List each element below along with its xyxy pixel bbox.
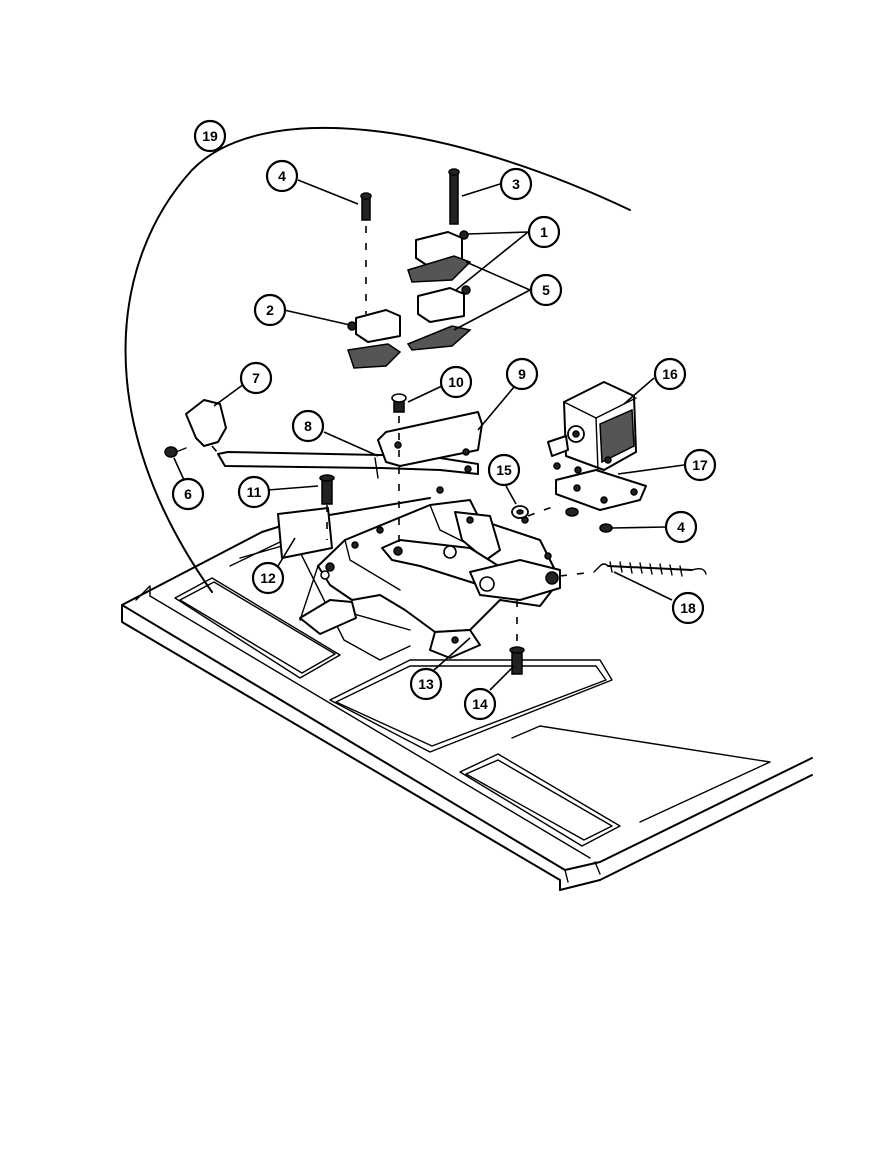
screw-3: [448, 168, 460, 225]
callout-19: 19: [193, 119, 227, 153]
svg-text:17: 17: [692, 457, 708, 473]
callout-5-leader-a: [465, 261, 531, 291]
callout-1: 1: [527, 215, 561, 249]
callout-1-leader-b: [455, 231, 529, 291]
svg-text:12: 12: [260, 570, 276, 586]
screw-4-lower: [565, 507, 613, 533]
callout-3: 3: [499, 167, 533, 201]
callout-15: 15: [487, 453, 521, 487]
callout-16-leader: [623, 377, 655, 405]
callout-3-leader: [461, 183, 501, 197]
svg-text:15: 15: [496, 462, 512, 478]
callout-7-leader: [213, 383, 245, 407]
svg-text:9: 9: [518, 366, 526, 382]
callout-9: 9: [505, 357, 539, 391]
callout-17-leader: [617, 464, 685, 475]
svg-text:14: 14: [472, 696, 488, 712]
switch-left: [347, 309, 402, 369]
screw-6: [164, 446, 187, 458]
callout-2-leader: [283, 309, 351, 326]
callout-1-leader-a: [467, 231, 529, 235]
callout-10: 10: [439, 365, 473, 399]
callout-7: 7: [239, 361, 273, 395]
svg-text:8: 8: [304, 418, 312, 434]
svg-text:4: 4: [677, 519, 685, 535]
callout-15-leader: [505, 485, 517, 505]
screw-11: [319, 474, 335, 540]
base-plate: [121, 497, 813, 891]
screw-10: [391, 393, 407, 548]
callout-13-leader: [433, 637, 471, 671]
svg-text:16: 16: [662, 366, 678, 382]
bracket-9: [377, 411, 483, 467]
callout-13: 13: [409, 667, 443, 701]
shield-plate: [277, 507, 333, 559]
callout-4-upper: 4: [265, 159, 299, 193]
solenoid: [547, 381, 637, 474]
spring: [559, 561, 707, 577]
callout-8-leader: [323, 431, 379, 457]
solenoid-bracket: [555, 469, 647, 511]
svg-text:10: 10: [448, 374, 464, 390]
screw-4-upper: [360, 192, 372, 314]
cavity-arc-outline: [124, 126, 631, 593]
callout-18-leader: [613, 571, 673, 601]
svg-text:5: 5: [542, 282, 550, 298]
svg-text:2: 2: [266, 302, 274, 318]
callout-12: 12: [251, 561, 285, 595]
screw-14: [509, 600, 525, 675]
callout-12-leader: [277, 537, 296, 567]
svg-text:1: 1: [540, 224, 548, 240]
callout-5-leader-b: [453, 289, 531, 331]
callout-17: 17: [683, 448, 717, 482]
callout-18: 18: [671, 591, 705, 625]
callout-6-leader: [173, 457, 185, 481]
switch-upper: [407, 230, 472, 283]
latch-bracket-assembly: [299, 486, 561, 659]
switch-middle: [406, 285, 472, 351]
nut-15: [511, 505, 529, 519]
callout-14-leader: [489, 665, 515, 691]
callout-8: 8: [291, 409, 325, 443]
callout-11-leader: [267, 485, 319, 491]
callout-2: 2: [253, 293, 287, 327]
callout-4-lower: 4: [664, 510, 698, 544]
callout-14: 14: [463, 687, 497, 721]
svg-text:7: 7: [252, 370, 260, 386]
callout-10-leader: [407, 385, 443, 403]
callout-9-leader: [477, 386, 515, 431]
svg-text:3: 3: [512, 176, 520, 192]
knob: [185, 399, 227, 447]
svg-text:19: 19: [202, 128, 218, 144]
callout-5: 5: [529, 273, 563, 307]
svg-text:11: 11: [247, 484, 262, 500]
svg-text:4: 4: [278, 168, 286, 184]
svg-text:13: 13: [418, 676, 434, 692]
callout-4-lower-leader: [611, 526, 667, 529]
callout-11: 11: [237, 475, 271, 509]
callout-16: 16: [653, 357, 687, 391]
svg-text:18: 18: [680, 600, 696, 616]
callout-4-upper-leader: [297, 179, 359, 205]
callout-6: 6: [171, 477, 205, 511]
svg-text:6: 6: [184, 486, 192, 502]
